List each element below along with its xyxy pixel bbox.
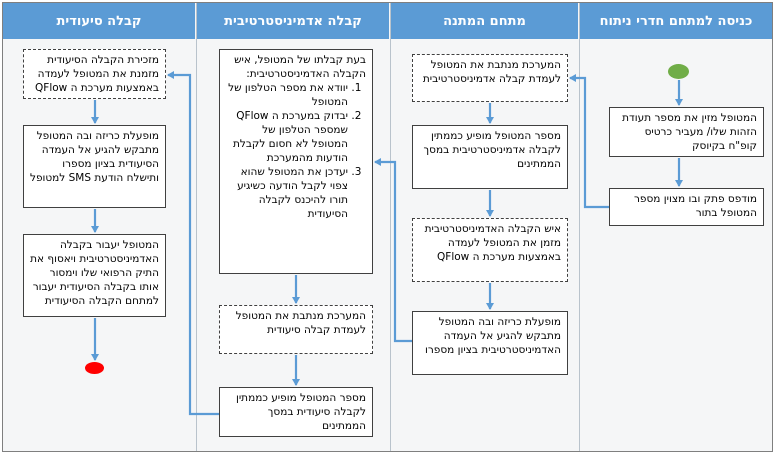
arrow (374, 158, 412, 343)
node-wait-route: המערכת מנתבת את המטופל לעמדת קבלה אדמיני… (412, 54, 568, 102)
start-node (668, 64, 689, 79)
node-wait-screen: מספר המטופל מופיע כממתין לקבלה אדמיניסטר… (412, 125, 568, 189)
node-admin-step: יוודא את מספר הטלפון של המטופל (226, 81, 348, 109)
node-wait-announce: מופעלת כריזה ובה המטופל מתבקש להגיע אל ה… (412, 311, 568, 375)
node-nurse-summon: מזכירת הקבלה הסיעודית מזמנת את המטופל לע… (23, 49, 166, 99)
node-admin-intro: בעת קבלתו של המטופל, איש הקבלה האדמיניסט… (234, 54, 366, 80)
node-admin-route: המערכת מנתבת את המטופל לעמדת קבלה סיעודי… (219, 305, 373, 354)
lane-header-waiting: מתחם המתנה (391, 3, 578, 39)
arrow (569, 74, 609, 209)
node-admin-step: יבדוק במערכת ה QFlow שמספר הטלפון של המט… (226, 109, 348, 165)
node-nurse-intake: המטופל יעבור בקבלה האדמיניסטרטיבית ויאסו… (23, 234, 166, 317)
node-admin-reception: בעת קבלתו של המטופל, איש הקבלה האדמיניסט… (219, 49, 373, 274)
lane-separator (579, 3, 580, 451)
lane-header-admin: קבלה אדמיניסטרטיבית (197, 3, 389, 39)
diagram-frame (2, 2, 773, 452)
lane-header-nursing: קבלה סיעודית (3, 3, 195, 39)
node-entry-ticket: מודפס פתק ובו מצוין מספר המטופל בתור (609, 188, 764, 226)
end-node (85, 362, 104, 374)
node-entry-kiosk: המטופל מזין את מספר תעודת הזהות שלו/ מעב… (609, 107, 764, 157)
lane-separator (390, 3, 391, 451)
node-admin-screen: מספר המטופל מופיע כממתין לקבלה סיעודית ב… (219, 387, 373, 437)
node-wait-summon: איש הקבלה האדמיניסטרטיבית מזמן את המטופל… (412, 218, 568, 282)
node-nurse-announce: מופעלת כריזה ובה המטופל מתבקש להגיע אל ה… (23, 125, 166, 208)
node-admin-steps: יוודא את מספר הטלפון של המטופל יבדוק במע… (226, 81, 366, 221)
arrow (167, 71, 219, 416)
lane-header-entry: כניסה למתחם חדרי ניתוח (580, 3, 772, 39)
node-admin-step: יעדכן את המטופל שהוא צפוי לקבל הודעה כשי… (226, 165, 348, 221)
lane-separator (196, 3, 197, 451)
